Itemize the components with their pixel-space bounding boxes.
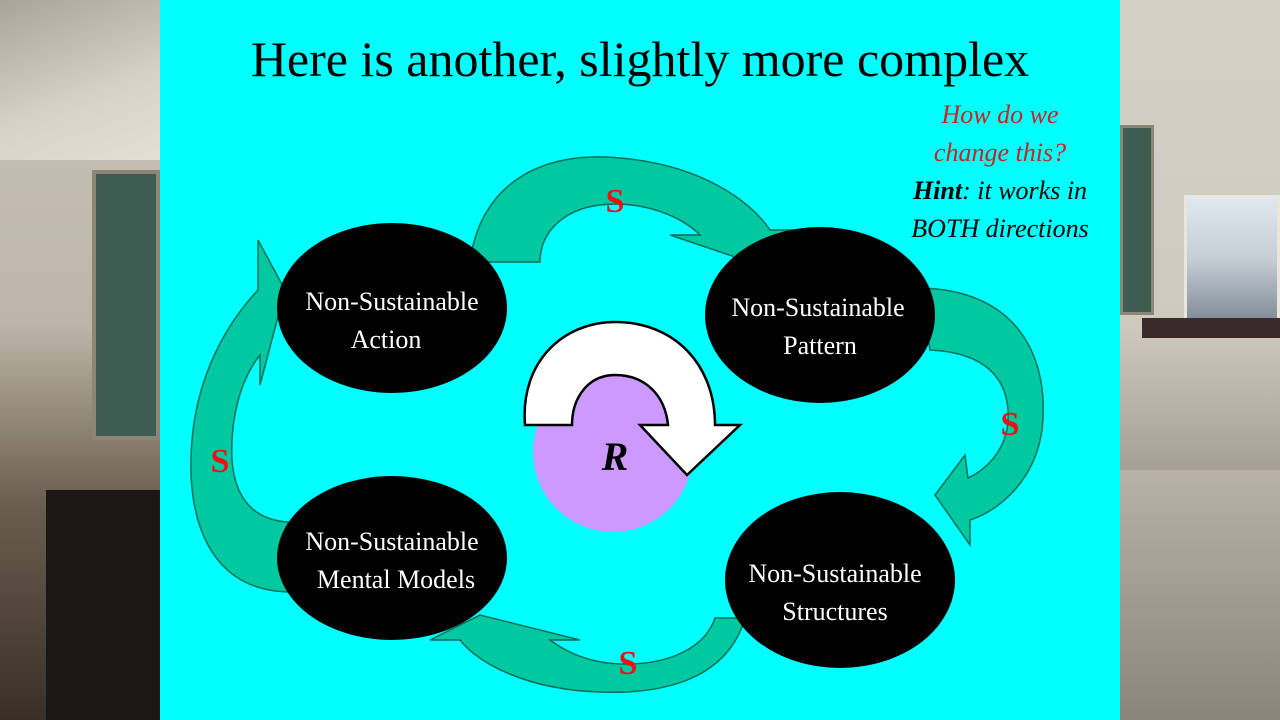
hint-bold: Hint xyxy=(912,176,963,205)
reinforcing-loop: R xyxy=(523,320,744,532)
window-sill xyxy=(1142,318,1280,338)
loop-label: R xyxy=(601,434,629,479)
hint-text: Hint: it works in BOTH directions xyxy=(850,172,1120,248)
node-mental-models: Non-Sustainable Mental Models xyxy=(277,476,507,640)
chalkboard-right xyxy=(1120,125,1154,315)
arrow-mental-models-to-action xyxy=(190,239,289,593)
link-label-bottom: S xyxy=(619,645,638,682)
node-structures-line-1: Non-Sustainable xyxy=(748,559,921,588)
question-line-1: How do we xyxy=(941,100,1059,129)
link-label-left: S xyxy=(211,443,230,480)
node-mental-models-line-1: Non-Sustainable xyxy=(305,527,478,556)
hint-line-1: Hint: it works in xyxy=(850,172,1120,210)
node-mental-models-line-2: Mental Models xyxy=(317,565,475,594)
presentation-slide: Here is another, slightly more complex H… xyxy=(160,0,1120,720)
window xyxy=(1184,195,1280,325)
classroom-left-background xyxy=(0,0,160,720)
hint-rest: : it works in xyxy=(962,176,1088,205)
causal-loop-diagram: Non-Sustainable Action Non-Sustainable P… xyxy=(190,156,1044,693)
arrow-pattern-to-structures xyxy=(919,287,1044,548)
node-structures-line-2: Structures xyxy=(782,597,887,626)
node-structures: Non-Sustainable Structures xyxy=(725,492,955,668)
question-line-2: change this? xyxy=(933,138,1067,167)
floor xyxy=(1120,470,1280,720)
hint-line-2: BOTH directions xyxy=(911,214,1089,243)
arrow-action-to-pattern xyxy=(469,156,803,263)
node-pattern-line-1: Non-Sustainable xyxy=(731,293,904,322)
loop-arrow-icon xyxy=(523,320,744,477)
node-action: Non-Sustainable Action xyxy=(277,223,507,393)
ceiling xyxy=(0,0,160,160)
slide-title: Here is another, slightly more complex xyxy=(250,31,1030,87)
link-label-right: S xyxy=(1001,406,1020,443)
link-label-top: S xyxy=(606,183,625,220)
question-text: How do we change this? xyxy=(850,96,1120,172)
node-action-line-2: Action xyxy=(351,325,422,354)
cabinet xyxy=(46,490,160,720)
node-pattern: Non-Sustainable Pattern xyxy=(705,227,935,403)
node-pattern-line-2: Pattern xyxy=(783,331,857,360)
chalkboard-left xyxy=(92,170,160,440)
classroom-right-background xyxy=(1120,0,1280,720)
arrow-structures-to-mental-models xyxy=(429,614,746,693)
node-action-line-1: Non-Sustainable xyxy=(305,287,478,316)
